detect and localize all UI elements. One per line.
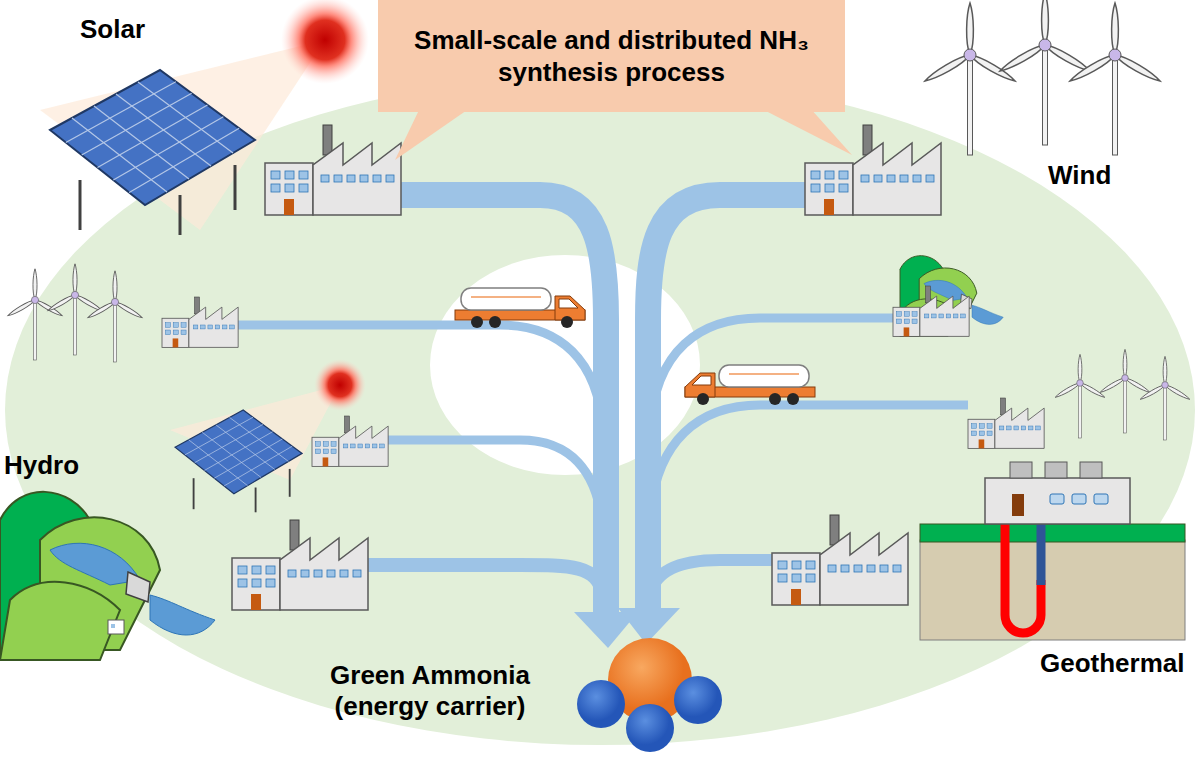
flow-line (650, 560, 772, 595)
wind-turbine (87, 271, 143, 362)
flow-line (650, 405, 968, 520)
factory (232, 520, 368, 610)
solar-panel (175, 410, 302, 512)
sun (314, 359, 366, 411)
geothermal-plant (920, 462, 1185, 640)
wind-turbine (998, 0, 1091, 145)
wind-turbine (923, 3, 1016, 155)
product-label: Green Ammonia (energy carrier) (300, 660, 560, 722)
factory (772, 515, 908, 605)
hydro-dam (0, 492, 215, 660)
truck (685, 365, 815, 405)
wind-turbine (1099, 349, 1150, 433)
ammonia-molecule (577, 638, 722, 752)
factory (312, 416, 388, 466)
region-label: Hydro (4, 450, 124, 481)
flow-line (238, 325, 603, 430)
region-label: Solar (80, 14, 200, 45)
wind-turbine (1068, 3, 1161, 155)
callout-box: Small-scale and distributed NH₃ synthesi… (378, 0, 845, 112)
factory (968, 398, 1044, 448)
wind-turbine (1054, 354, 1105, 438)
factory (265, 125, 401, 215)
solar-panel (50, 70, 255, 235)
flow-line (400, 195, 606, 615)
truck (455, 288, 585, 328)
wind-turbine (7, 269, 63, 360)
flow-line (650, 318, 893, 430)
sun (281, 0, 369, 84)
flow-line (366, 565, 603, 595)
ground-ellipse (5, 75, 1195, 745)
wind-turbine (1139, 356, 1190, 440)
callout-text: Small-scale and distributed NH₃ synthesi… (402, 24, 822, 89)
callout-pointer (760, 108, 852, 155)
flow-line (388, 440, 603, 530)
wind-turbine (47, 264, 103, 355)
callout-pointer (395, 108, 470, 160)
flow-line (648, 195, 805, 612)
light-beam (40, 40, 325, 230)
region-label: Geothermal (1040, 648, 1190, 679)
factory (162, 297, 238, 347)
region-label: Wind (1048, 160, 1168, 191)
factory (893, 286, 969, 336)
